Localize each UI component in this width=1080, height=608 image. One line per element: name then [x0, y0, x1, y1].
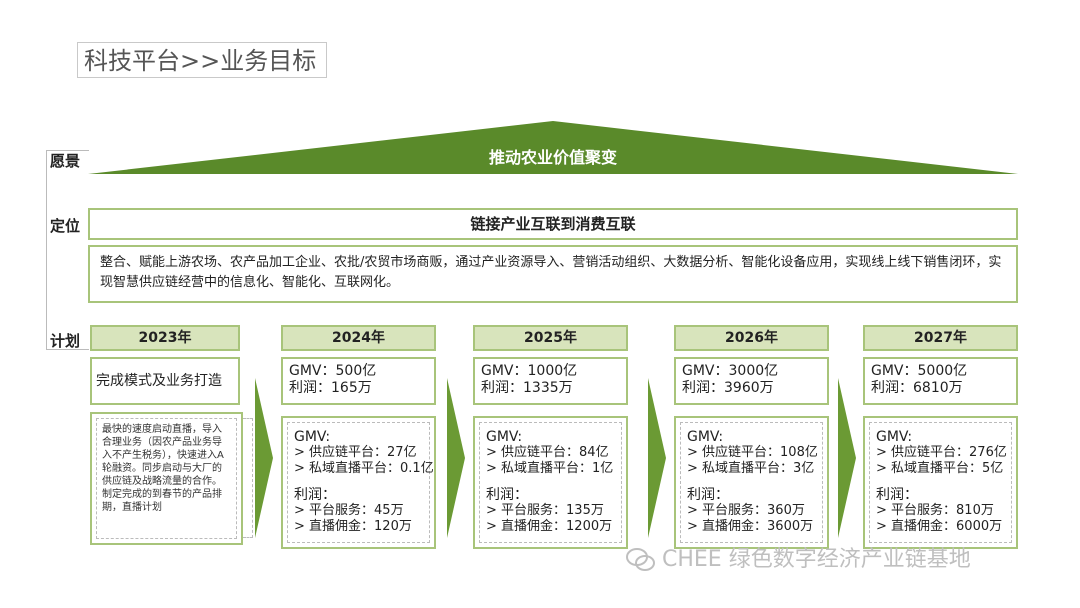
detail-2027: GMV: > 供应链平台：276亿 > 私域直播平台：5亿 利润： > 平台服务…	[863, 416, 1018, 549]
detail-2023: 最快的速度启动直播，导入合理业务（因农产品业务导入不产生税务），快速进入A轮融资…	[90, 412, 243, 545]
profit-item: > 直播佣金：1200万	[486, 519, 613, 534]
detail-2024: GMV: > 供应链平台：27亿 > 私域直播平台：0.1亿 利润： > 平台服…	[281, 416, 436, 549]
profit-item: > 直播佣金：3600万	[687, 519, 814, 534]
summary-2024: GMV：500亿 利润：165万	[281, 357, 436, 405]
year-2023: 2023年	[90, 325, 240, 351]
gmv-item: > 供应链平台：84亿	[486, 445, 609, 460]
profit-label: 利润：	[486, 487, 528, 503]
dashed-connector	[243, 418, 253, 538]
chevron-right-arrow-icon	[447, 378, 465, 538]
gmv-item: > 私域直播平台：1亿	[486, 461, 614, 476]
vision-text: 推动农业价值聚变	[488, 148, 617, 167]
gmv-item: > 私域直播平台：5亿	[876, 461, 1004, 476]
chevron-right-arrow-icon	[838, 378, 856, 538]
gmv-total: GMV：1000亿	[481, 363, 578, 379]
summary-2027: GMV：5000亿 利润：6810万	[863, 357, 1018, 405]
profit-item: > 平台服务：810万	[876, 503, 994, 518]
page-title: 科技平台>>业务目标	[77, 42, 327, 78]
gmv-total: GMV：3000亿	[682, 363, 779, 379]
profit-total: 利润：3960万	[682, 380, 774, 396]
year-2025: 2025年	[473, 325, 628, 351]
gmv-item: > 私域直播平台：0.1亿	[294, 461, 434, 476]
gmv-item: > 供应链平台：27亿	[294, 445, 417, 460]
summary-2026: GMV：3000亿 利润：3960万	[674, 357, 829, 405]
gmv-item: > 供应链平台：276亿	[876, 445, 1007, 460]
profit-item: > 平台服务：135万	[486, 503, 604, 518]
profit-total: 利润：1335万	[481, 380, 573, 396]
label-plan: 计划	[50, 332, 81, 350]
profit-item: > 直播佣金：6000万	[876, 519, 1003, 534]
chevron-right-arrow-icon	[255, 378, 273, 538]
gmv-item: > 供应链平台：108亿	[687, 445, 818, 460]
profit-label: 利润：	[687, 487, 729, 503]
description-box: 整合、赋能上游农场、农产品加工企业、农批/农贸市场商贩，通过产业资源导入、营销活…	[88, 245, 1018, 303]
profit-label: 利润：	[294, 487, 336, 503]
profit-item: > 直播佣金：120万	[294, 519, 412, 534]
chevron-right-arrow-icon	[648, 378, 666, 538]
wechat-icon	[626, 548, 655, 571]
gmv-item: > 私域直播平台：3亿	[687, 461, 815, 476]
gmv-label: GMV:	[687, 429, 724, 445]
detail-2025: GMV: > 供应链平台：84亿 > 私域直播平台：1亿 利润： > 平台服务：…	[473, 416, 628, 549]
position-bar: 链接产业互联到消费互联	[88, 208, 1018, 240]
gmv-label: GMV:	[294, 429, 331, 445]
headline-2023: 完成模式及业务打造	[90, 357, 240, 405]
gmv-label: GMV:	[486, 429, 523, 445]
gmv-total: GMV：5000亿	[871, 363, 968, 379]
profit-total: 利润：165万	[289, 380, 372, 396]
profit-item: > 平台服务：360万	[687, 503, 805, 518]
label-vision: 愿景	[50, 152, 81, 170]
watermark-text: CHEE 绿色数字经济产业链基地	[662, 547, 971, 572]
label-position: 定位	[50, 217, 81, 235]
profit-label: 利润：	[876, 487, 918, 503]
detail-2026: GMV: > 供应链平台：108亿 > 私域直播平台：3亿 利润： > 平台服务…	[674, 416, 829, 549]
year-2027: 2027年	[863, 325, 1018, 351]
watermark: CHEE 绿色数字经济产业链基地	[626, 545, 971, 575]
profit-item: > 平台服务：45万	[294, 503, 404, 518]
year-2026: 2026年	[674, 325, 829, 351]
year-2024: 2024年	[281, 325, 436, 351]
vision-roof-shape	[88, 121, 1018, 174]
section-bracket	[46, 150, 89, 350]
detail-2023-text: 最快的速度启动直播，导入合理业务（因农产品业务导入不产生税务），快速进入A轮融资…	[96, 418, 237, 539]
gmv-label: GMV:	[876, 429, 913, 445]
gmv-total: GMV：500亿	[289, 363, 377, 379]
summary-2025: GMV：1000亿 利润：1335万	[473, 357, 628, 405]
profit-total: 利润：6810万	[871, 380, 963, 396]
